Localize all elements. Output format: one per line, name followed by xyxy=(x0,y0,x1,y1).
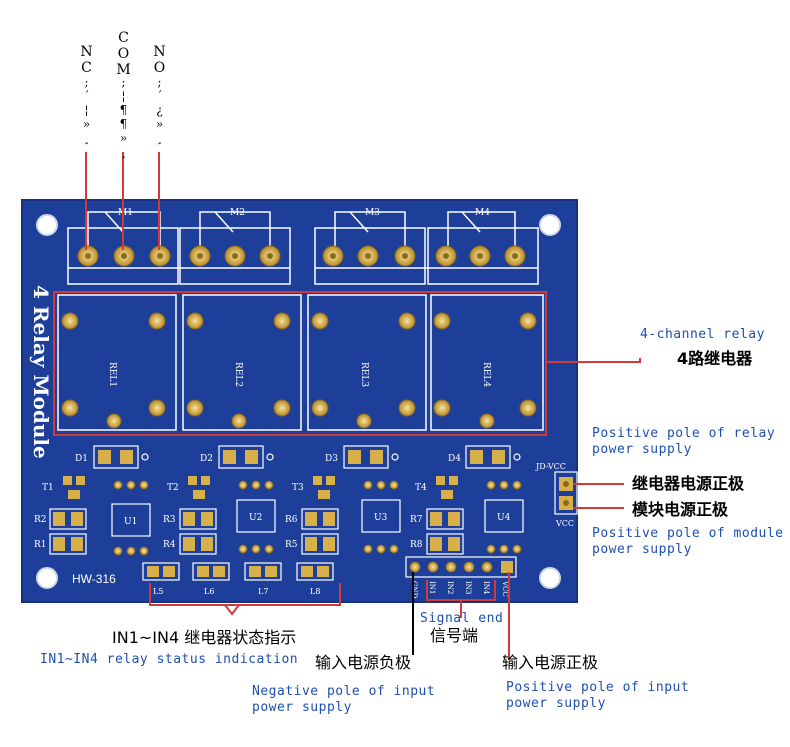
terminal-label-com: COM xyxy=(115,30,132,82)
relay-annotation-en: 4-channel relay xyxy=(640,327,765,342)
ic-label-u3: U3 xyxy=(374,513,388,523)
relays: REL1 REL2 REL3 REL4 xyxy=(57,294,544,431)
ic-label-u2: U2 xyxy=(249,513,262,523)
relay-pos-annotation-en-2: power supply xyxy=(592,442,692,457)
no-text: NO xyxy=(151,44,168,76)
resistor-label-r4: R4 xyxy=(163,540,176,550)
diodes: D1 D2 D3 D4 xyxy=(75,445,521,469)
status-leds: L5 L6 L7 L8 xyxy=(142,562,334,596)
status-annotation-cn: IN1~IN4 继电器状态指示 xyxy=(112,628,297,647)
relay-label-rel4: REL4 xyxy=(481,362,491,387)
signal-annotation-en: Signal end xyxy=(420,611,504,626)
module-pos-annotation-en-2: power supply xyxy=(592,542,692,557)
terminal-label-m3: M3 xyxy=(365,208,380,218)
neg-input-annotation-en-2: power supply xyxy=(252,700,352,715)
diode-label-d1: D1 xyxy=(75,454,88,464)
relay-label-rel3: REL3 xyxy=(359,362,369,387)
terminal-garbled-nc: ;´¦»¸ xyxy=(78,75,94,148)
com-garbled-text: ;¦¶¶»¸ xyxy=(116,75,131,159)
terminal-label-m2: M2 xyxy=(230,208,245,218)
header-pin-in3: IN3 xyxy=(464,581,472,594)
resistor-label-r3: R3 xyxy=(163,515,176,525)
callout-lines xyxy=(53,152,641,660)
signal-header: GND IN1 IN2 IN3 IN4 VCC xyxy=(405,556,517,599)
com-text: COM xyxy=(115,30,132,78)
transistor-label-t4: T4 xyxy=(415,483,427,493)
jd-vcc-jumper: JD-VCC VCC xyxy=(535,462,578,528)
module-pos-annotation-en-1: Positive pole of module xyxy=(592,526,784,541)
nc-text: NC xyxy=(78,44,95,76)
led-label-l6: L6 xyxy=(204,587,214,596)
terminal-label-nc: NC xyxy=(78,44,95,80)
transistor-label-t3: T3 xyxy=(292,483,304,493)
header-pin-in1: IN1 xyxy=(428,581,436,594)
ic-label-u1: U1 xyxy=(124,517,137,527)
led-label-l5: L5 xyxy=(153,587,163,596)
no-garbled-text: ;´¿»¸ xyxy=(152,75,167,145)
status-annotation-en: IN1~IN4 relay status indication xyxy=(40,652,299,667)
terminal-blocks xyxy=(67,227,539,285)
neg-input-annotation-cn: 输入电源负极 xyxy=(315,653,412,672)
terminal-label-no: NO xyxy=(151,44,168,80)
module-pos-annotation-cn: 模块电源正极 xyxy=(632,500,729,519)
relay-label-rel2: REL2 xyxy=(233,362,243,387)
pos-input-annotation-en-1: Positive pole of input xyxy=(506,680,690,695)
transistor-label-t1: T1 xyxy=(42,483,54,493)
terminal-label-m1: M1 xyxy=(118,208,133,218)
resistor-label-r1: R1 xyxy=(34,540,47,550)
diode-label-d3: D3 xyxy=(325,454,338,464)
diode-label-d2: D2 xyxy=(200,454,213,464)
led-label-l7: L7 xyxy=(258,587,268,596)
resistor-label-r6: R6 xyxy=(285,515,298,525)
mounting-holes xyxy=(36,214,561,589)
resistor-label-r7: R7 xyxy=(410,515,423,525)
terminal-label-m4: M4 xyxy=(475,208,490,218)
header-pin-vcc: VCC xyxy=(501,580,509,597)
jd-vcc-label: JD-VCC xyxy=(535,462,566,471)
terminal-garbled-no: ;´¿»¸ xyxy=(151,75,167,148)
nc-garbled-text: ;´¦»¸ xyxy=(79,75,94,145)
pos-input-annotation-en-2: power supply xyxy=(506,696,606,711)
led-label-l8: L8 xyxy=(310,587,320,596)
relay-annotation-cn: 4路继电器 xyxy=(677,349,753,368)
diode-label-d4: D4 xyxy=(448,454,461,464)
relay-pos-annotation-cn: 继电器电源正极 xyxy=(632,474,745,493)
screw-terminal-pads xyxy=(77,245,526,267)
relay-label-rel1: REL1 xyxy=(107,362,117,387)
transistor-label-t2: T2 xyxy=(167,483,179,493)
board-title: 4 Relay Module xyxy=(29,285,53,459)
relay-pos-annotation-en-1: Positive pole of relay xyxy=(592,426,776,441)
terminal-garbled-com: ;¦¶¶»¸ xyxy=(115,75,131,162)
resistor-label-r2: R2 xyxy=(34,515,47,525)
vcc-jumper-label: VCC xyxy=(555,519,574,528)
header-pin-in2: IN2 xyxy=(446,581,454,594)
header-pin-in4: IN4 xyxy=(482,581,490,595)
resistor-label-r8: R8 xyxy=(410,540,423,550)
model-label: HW-316 xyxy=(72,572,116,586)
resistor-label-r5: R5 xyxy=(285,540,298,550)
ic-label-u4: U4 xyxy=(497,513,511,523)
pos-input-annotation-cn: 输入电源正极 xyxy=(502,653,599,672)
driver-components: T1 T2 T3 T4 R2 R1 R3 R4 R6 R5 R7 R8 U1 U… xyxy=(34,476,524,556)
neg-input-annotation-en-1: Negative pole of input xyxy=(252,684,436,699)
signal-annotation-cn: 信号端 xyxy=(430,626,479,645)
